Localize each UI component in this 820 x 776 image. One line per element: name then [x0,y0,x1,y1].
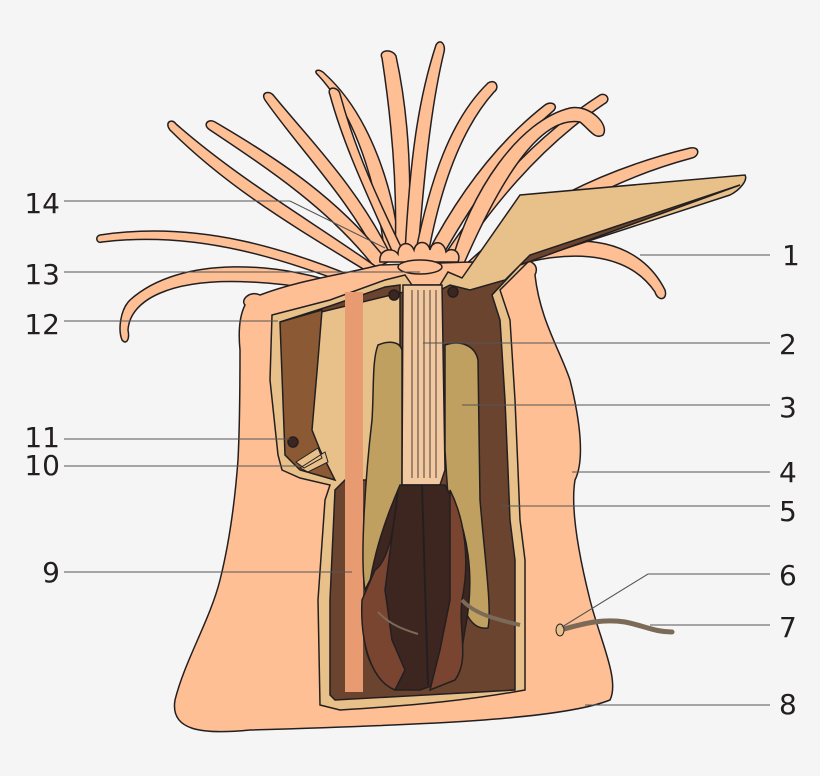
label-11: 11 [24,421,60,454]
label-1: 1 [782,239,800,272]
pharynx-ridges [411,290,437,478]
label-8: 8 [779,688,797,721]
label-12: 12 [24,308,60,341]
label-3: 3 [779,391,797,424]
label-2: 2 [779,328,797,361]
label-10: 10 [24,449,60,482]
leader-lines [64,200,770,706]
label-4: 4 [779,456,797,489]
label-5: 5 [779,495,797,528]
label-7: 7 [779,611,797,644]
label-6: 6 [779,559,797,592]
label-9: 9 [42,556,60,589]
oral-disc [379,241,460,275]
cross-section [269,174,747,711]
label-13: 13 [24,258,60,291]
label-14: 14 [24,187,60,220]
